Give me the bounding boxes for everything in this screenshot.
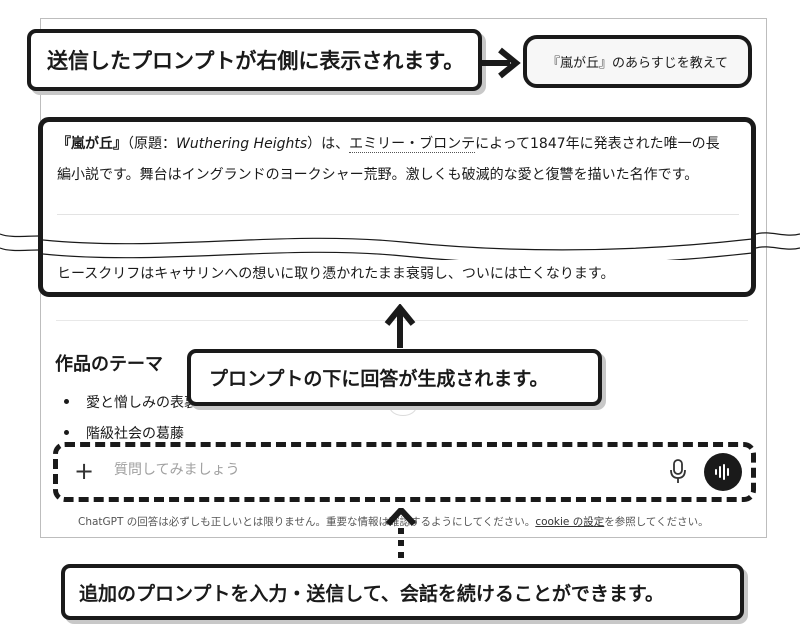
prompt-composer: +: [53, 442, 756, 502]
answer-line-1-rest: によって1847年に発表された唯一の長: [475, 136, 720, 152]
voice-mode-button[interactable]: [704, 453, 742, 491]
callout-sent-prompt-text: 送信したプロンプトが右側に表示されます。: [47, 49, 465, 73]
torn-edge-icon: [43, 237, 751, 260]
callout-answer-generated: プロンプトの下に回答が生成されます。: [187, 349, 602, 406]
author-link[interactable]: エミリー・ブロンテ: [349, 136, 476, 153]
plus-icon[interactable]: +: [74, 457, 95, 485]
answer-paragraph: 『嵐が丘』（原題：Wuthering Heights）は、エミリー・ブロンテによ…: [57, 132, 747, 188]
disclaimer: ChatGPT の回答は必ずしも正しいとは限りません。重要な情報は確認するように…: [78, 514, 709, 529]
answer-paren-open: （原題：: [127, 136, 176, 152]
callout-sent-prompt: 送信したプロンプトが右側に表示されます。: [27, 29, 482, 91]
answer-original-title: Wuthering Heights: [176, 136, 308, 152]
answer-book-title: 『嵐が丘』: [57, 136, 127, 152]
answer-highlight-box: 『嵐が丘』（原題：Wuthering Heights）は、エミリー・ブロンテによ…: [38, 117, 756, 297]
answer-line-1: 『嵐が丘』（原題：Wuthering Heights）は、エミリー・ブロンテによ…: [57, 132, 747, 157]
arrow-right-icon: [480, 47, 521, 79]
microphone-icon[interactable]: [668, 458, 688, 484]
theme-heading: 作品のテーマ: [55, 354, 163, 375]
voice-mode-icon: [715, 464, 729, 480]
answer-line-2: 編小説です。舞台はイングランドのヨークシャー荒野。激しくも破滅的な愛と復讐を描い…: [57, 167, 699, 183]
theme-list-item: 階級社会の葛藤: [64, 423, 184, 443]
user-message-bubble: 『嵐が丘』のあらすじを教えて: [523, 35, 752, 88]
cookie-settings-link[interactable]: cookie の設定: [535, 516, 605, 528]
theme-item-text: 階級社会の葛藤: [86, 426, 184, 442]
answer-divider: [57, 214, 739, 215]
disclaimer-text-after: を参照してください。: [604, 516, 709, 528]
arrow-up-icon: [384, 304, 416, 348]
arrow-up-icon: [385, 508, 417, 558]
answer-paren-close: ）は、: [307, 136, 350, 152]
callout-answer-generated-text: プロンプトの下に回答が生成されます。: [209, 368, 549, 390]
callout-additional-prompt: 追加のプロンプトを入力・送信して、会話を続けることができます。: [61, 564, 744, 620]
disclaimer-text: ChatGPT の回答は必ずしも正しいとは限りません。重要な情報は確認するように…: [78, 516, 536, 528]
answer-last-line: ヒースクリフはキャサリンへの想いに取り憑かれたまま衰弱し、ついには亡くなります。: [57, 266, 615, 282]
callout-additional-prompt-text: 追加のプロンプトを入力・送信して、会話を続けることができます。: [79, 582, 665, 605]
prompt-input[interactable]: [112, 461, 576, 479]
user-message-text: 『嵐が丘』のあらすじを教えて: [546, 56, 729, 71]
